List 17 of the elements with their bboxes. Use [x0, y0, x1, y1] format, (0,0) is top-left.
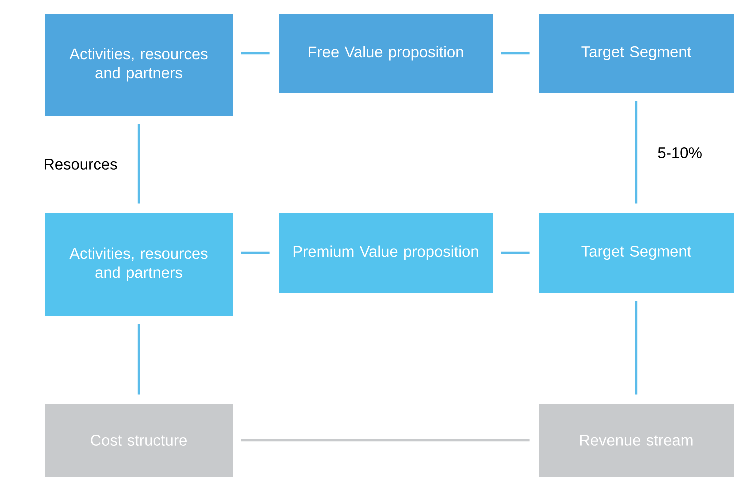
edge-label: 5-10% — [658, 148, 702, 158]
connector-line — [501, 52, 530, 55]
connector-line — [635, 101, 638, 204]
connector-line — [241, 52, 270, 55]
box: Premium Value proposition — [279, 213, 493, 293]
connector-line — [501, 252, 530, 254]
box: Activities, resources and partners — [45, 213, 233, 316]
box: Free Value proposition — [279, 14, 493, 93]
box: Target Segment — [539, 213, 734, 293]
connector-line — [138, 324, 140, 395]
connector-line — [241, 252, 270, 254]
connector-line — [635, 301, 638, 395]
box: Activities, resources and partners — [45, 14, 233, 116]
connector-line — [138, 124, 140, 204]
box: Target Segment — [539, 14, 734, 93]
connector-line — [241, 439, 530, 442]
edge-label: Resources — [45, 159, 118, 170]
